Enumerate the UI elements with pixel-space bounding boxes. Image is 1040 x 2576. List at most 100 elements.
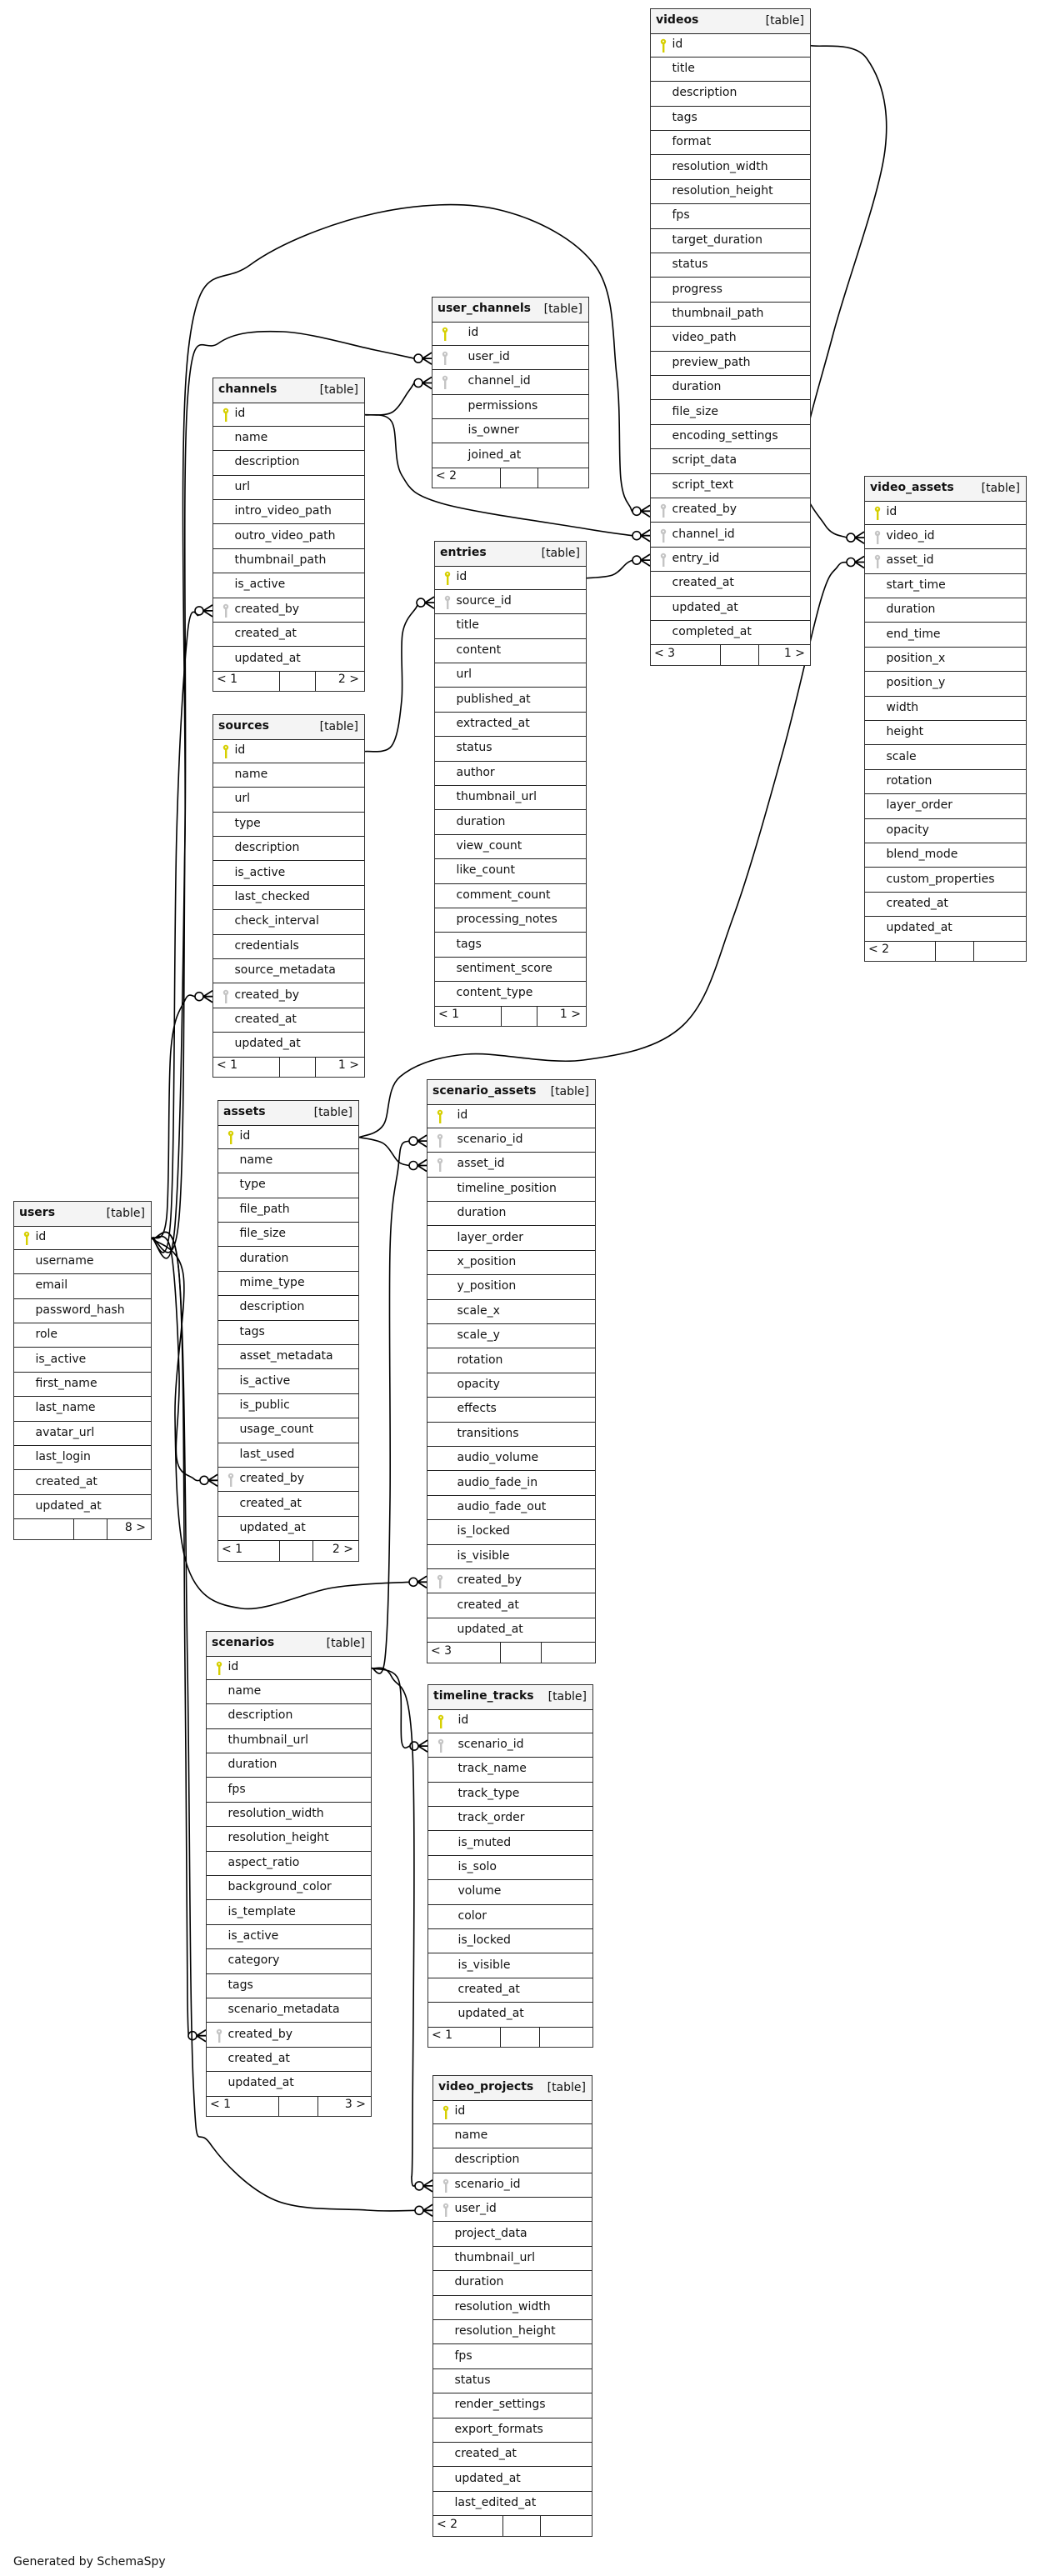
column-row[interactable]: preview_path [651, 352, 810, 377]
children-count[interactable]: 1 > [559, 1008, 581, 1022]
column-row[interactable]: scenario_id [433, 2173, 592, 2198]
children-count[interactable]: 2 > [338, 673, 359, 687]
column-row[interactable]: type [218, 1173, 358, 1198]
column-row[interactable]: scenario_metadata [207, 1998, 371, 2023]
column-row[interactable]: user_id [433, 2198, 592, 2223]
column-row[interactable]: is_active [213, 862, 364, 886]
column-row[interactable]: encoding_settings [651, 425, 810, 450]
column-row[interactable]: resolution_width [433, 2296, 592, 2321]
column-row[interactable]: export_formats [433, 2418, 592, 2443]
parents-count[interactable]: < 2 [432, 468, 502, 488]
column-row[interactable]: created_by [428, 1569, 595, 1594]
column-row[interactable]: updated_at [213, 648, 364, 672]
column-row[interactable]: audio_fade_in [428, 1472, 595, 1496]
column-row[interactable]: track_name [428, 1758, 592, 1783]
column-row[interactable]: processing_notes [435, 908, 586, 933]
column-row[interactable]: created_at [213, 623, 364, 648]
column-row[interactable]: scenario_id [428, 1733, 592, 1758]
column-row[interactable]: name [207, 1680, 371, 1705]
children-count[interactable] [540, 2027, 592, 2047]
table-header[interactable]: user_channels[table] [432, 298, 588, 323]
column-row[interactable]: updated_at [651, 597, 810, 622]
column-row[interactable]: created_by [651, 498, 810, 523]
column-row[interactable]: tags [207, 1974, 371, 1999]
table-header[interactable]: timeline_tracks[table] [428, 1685, 592, 1710]
column-row[interactable]: id [428, 1104, 595, 1128]
column-row[interactable]: check_interval [213, 910, 364, 935]
column-row[interactable]: updated_at [218, 1517, 358, 1542]
column-row[interactable]: channel_id [651, 523, 810, 548]
column-row[interactable]: file_size [218, 1223, 358, 1248]
children-count[interactable] [542, 1643, 595, 1663]
children-count[interactable] [974, 941, 1026, 961]
column-row[interactable]: opacity [865, 819, 1026, 844]
column-row[interactable]: description [207, 1704, 371, 1729]
column-row[interactable]: name [213, 427, 364, 452]
column-row[interactable]: name [218, 1149, 358, 1174]
column-row[interactable]: fps [651, 204, 810, 229]
column-row[interactable]: height [865, 721, 1026, 746]
column-row[interactable]: thumbnail_url [207, 1729, 371, 1754]
column-row[interactable]: start_time [865, 574, 1026, 599]
column-row[interactable]: extracted_at [435, 713, 586, 738]
column-row[interactable]: scale_y [428, 1324, 595, 1349]
column-row[interactable]: aspect_ratio [207, 1852, 371, 1877]
column-row[interactable]: is_active [14, 1348, 151, 1373]
column-row[interactable]: mime_type [218, 1272, 358, 1297]
column-row[interactable]: duration [435, 811, 586, 835]
table-header[interactable]: video_projects[table] [433, 2076, 592, 2101]
column-row[interactable]: is_active [207, 1925, 371, 1950]
table-header[interactable]: videos[table] [651, 9, 810, 34]
children-count[interactable]: 2 > [332, 1542, 353, 1556]
column-row[interactable]: position_y [865, 672, 1026, 697]
column-row[interactable]: transitions [428, 1423, 595, 1448]
column-row[interactable]: id [218, 1125, 358, 1149]
column-row[interactable]: user_id [432, 346, 588, 371]
children-count[interactable]: 1 > [338, 1058, 359, 1073]
parents-count[interactable]: < 1 [213, 1057, 280, 1078]
column-row[interactable]: username [14, 1250, 151, 1275]
column-row[interactable]: created_by [218, 1468, 358, 1493]
column-row[interactable]: position_x [865, 648, 1026, 673]
children-count[interactable]: 8 > [124, 1520, 146, 1534]
column-row[interactable]: id [435, 566, 586, 590]
column-row[interactable]: description [213, 451, 364, 476]
column-row[interactable]: layer_order [865, 794, 1026, 819]
column-row[interactable]: category [207, 1949, 371, 1974]
column-row[interactable]: last_login [14, 1446, 151, 1471]
column-row[interactable]: id [207, 1656, 371, 1680]
column-row[interactable]: rotation [428, 1349, 595, 1373]
column-row[interactable]: thumbnail_url [435, 786, 586, 811]
column-row[interactable]: password_hash [14, 1299, 151, 1324]
parents-count[interactable]: < 2 [865, 941, 936, 962]
column-row[interactable]: type [213, 813, 364, 838]
column-row[interactable]: resolution_height [651, 180, 810, 205]
column-row[interactable]: file_path [218, 1198, 358, 1223]
parents-count[interactable] [14, 1518, 75, 1539]
column-row[interactable]: updated_at [213, 1033, 364, 1058]
column-row[interactable]: is_locked [428, 1929, 592, 1954]
column-row[interactable]: created_by [207, 2023, 371, 2048]
column-row[interactable]: asset_id [865, 549, 1026, 574]
column-row[interactable]: view_count [435, 835, 586, 860]
column-row[interactable]: credentials [213, 935, 364, 960]
table-header[interactable]: assets[table] [218, 1101, 358, 1126]
parents-count[interactable]: < 1 [218, 1540, 280, 1561]
column-row[interactable]: joined_at [432, 444, 588, 468]
column-row[interactable]: width [865, 697, 1026, 722]
column-row[interactable]: entry_id [651, 548, 810, 573]
parents-count[interactable]: < 2 [433, 2515, 503, 2536]
column-row[interactable]: sentiment_score [435, 958, 586, 983]
column-row[interactable]: tags [435, 933, 586, 958]
column-row[interactable]: script_text [651, 474, 810, 499]
column-row[interactable]: is_public [218, 1394, 358, 1419]
column-row[interactable]: target_duration [651, 229, 810, 254]
column-row[interactable]: duration [428, 1202, 595, 1227]
column-row[interactable]: name [213, 763, 364, 788]
column-row[interactable]: title [651, 58, 810, 83]
